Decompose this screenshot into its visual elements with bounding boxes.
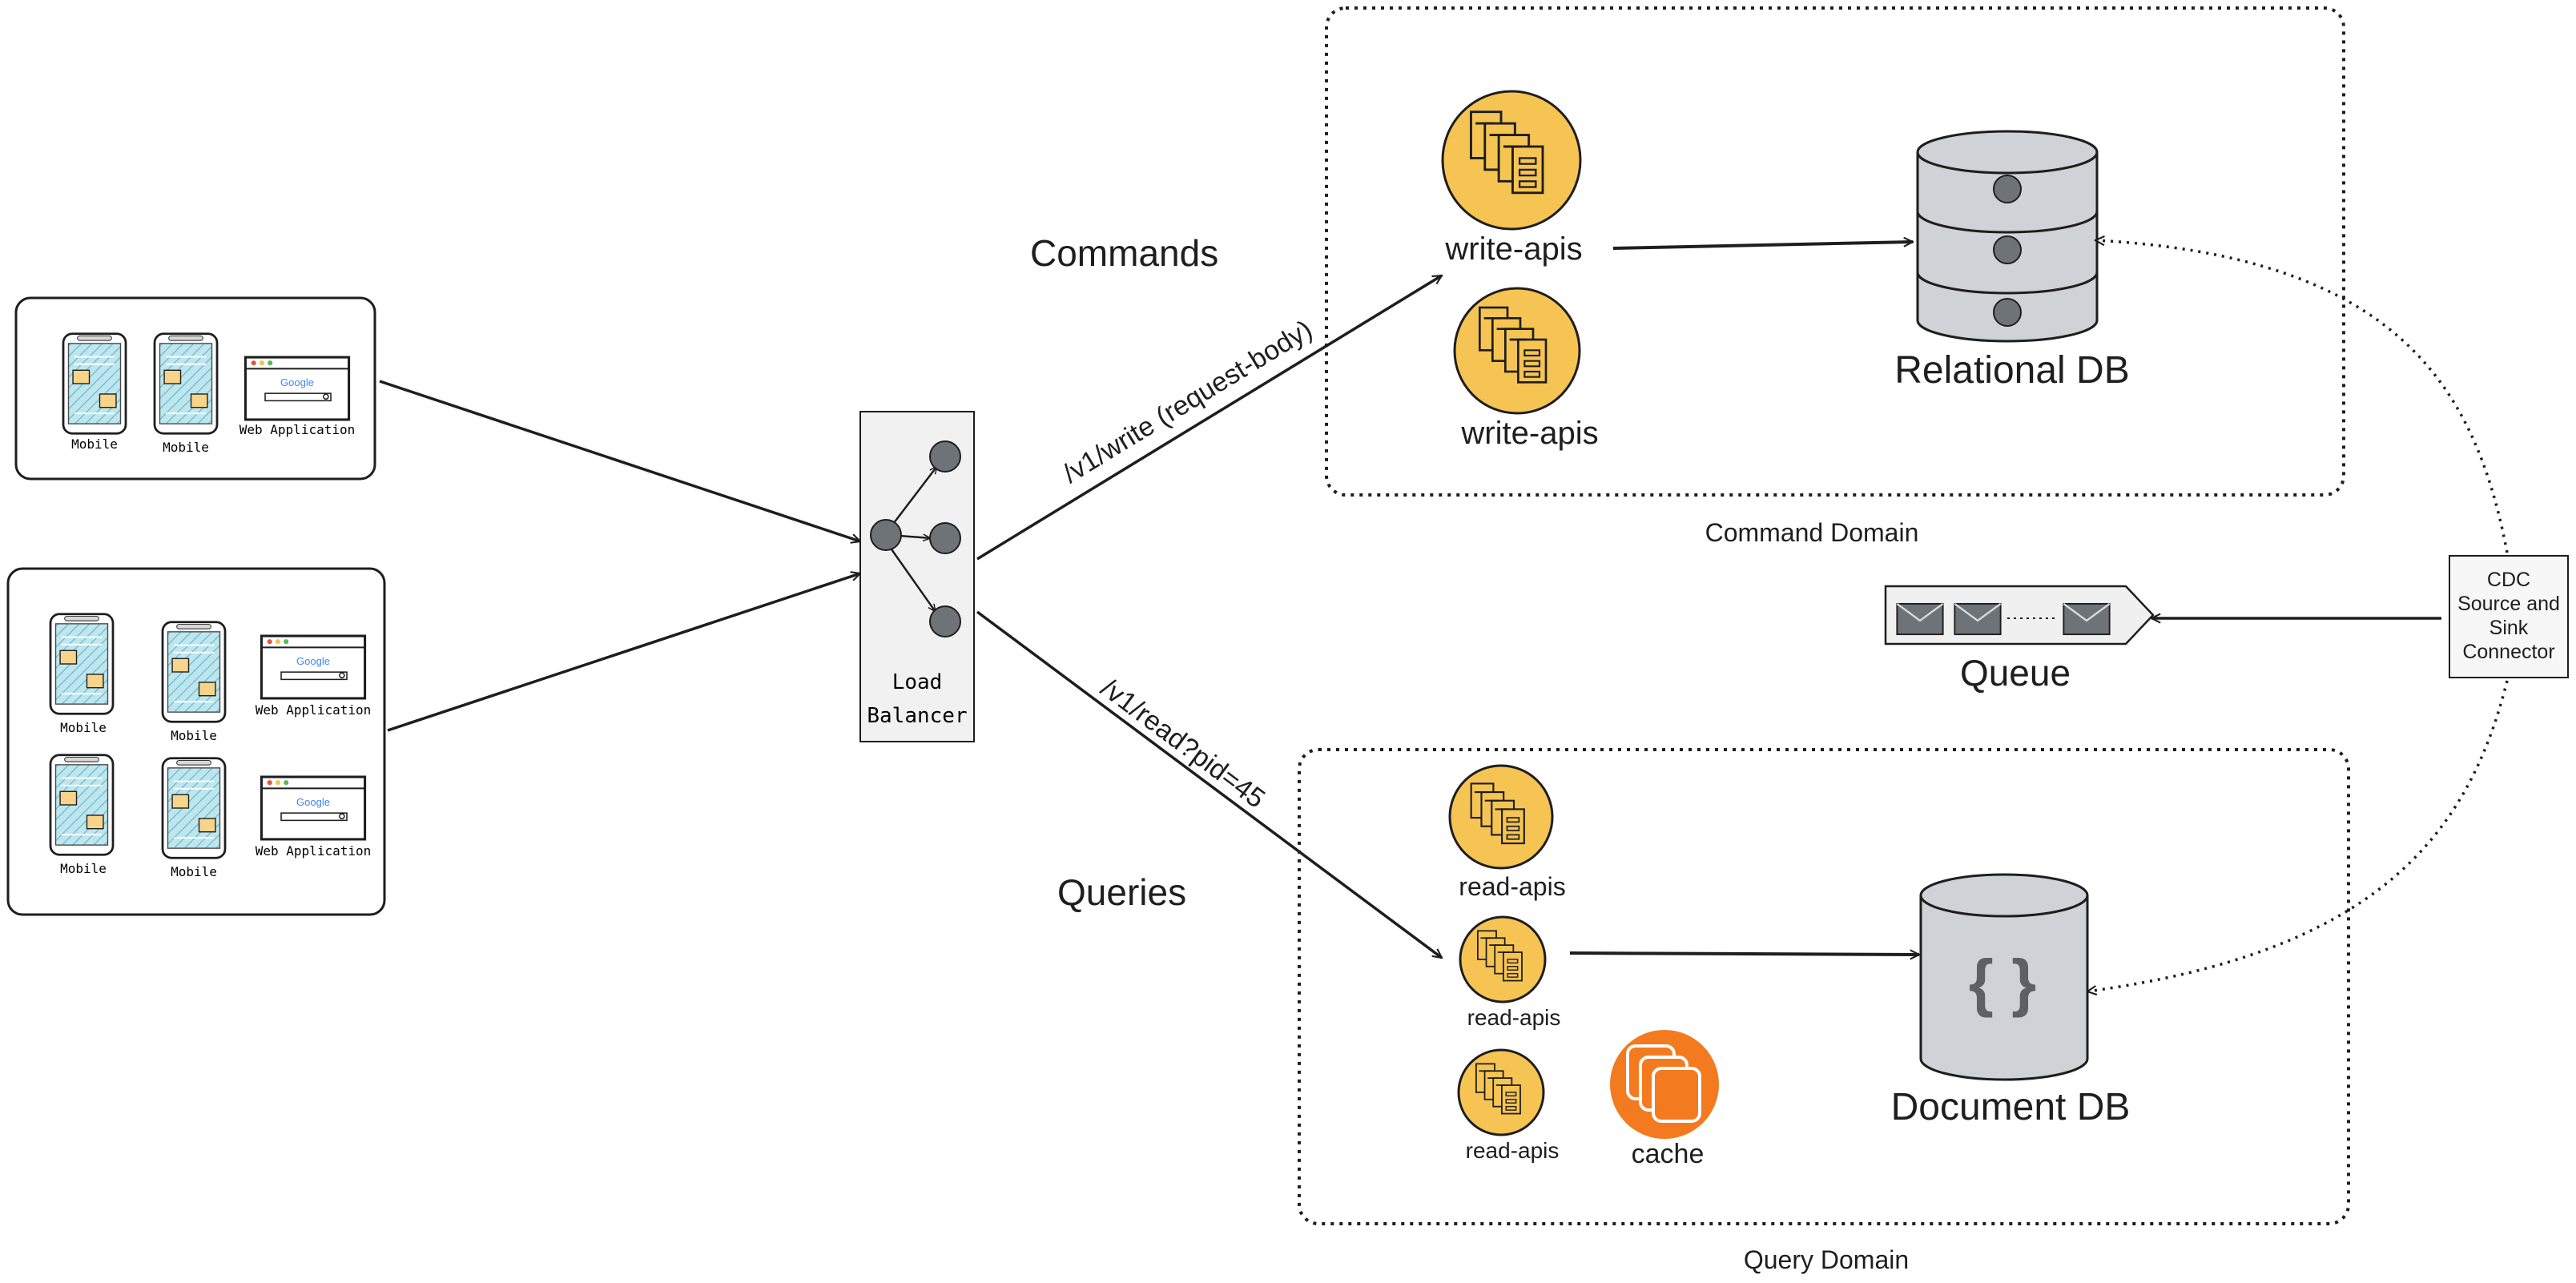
- cache-label: cache: [1632, 1139, 1705, 1169]
- cdc-label: CDC: [2487, 569, 2530, 591]
- client-group-1-box: [14, 296, 376, 481]
- write-route-label: /v1/write (request-body): [1057, 314, 1318, 489]
- write-to-db-arrow: [1612, 242, 1913, 250]
- mobile-icon: [49, 613, 115, 715]
- mobile-icon: [49, 754, 115, 856]
- mobile-label: Mobile: [71, 436, 118, 452]
- mobile-icon: [161, 621, 227, 723]
- read-api-label: read-apis: [1467, 1005, 1561, 1030]
- queries-heading: Queries: [1057, 871, 1186, 913]
- document-db-label: Document DB: [1891, 1086, 2131, 1128]
- load-balancer-label: Load: [892, 670, 943, 694]
- read-to-db-arrow: [1569, 953, 1919, 955]
- load-balancer: Load Balancer: [859, 411, 975, 742]
- lb-node: [870, 519, 902, 551]
- lb-node: [929, 605, 961, 637]
- command-domain: Command Domain write-apis write-apis Rel…: [1325, 6, 2345, 547]
- cdc-label: Connector: [2462, 641, 2554, 663]
- client-to-lb-arrow: [387, 573, 860, 732]
- mobile-label: Mobile: [171, 864, 217, 879]
- read-route-arrow: [976, 610, 1442, 959]
- mobile-icon: [62, 332, 127, 435]
- query-domain: Query Domain read-apis read-apis read-ap…: [1298, 748, 2350, 1274]
- lb-node: [929, 440, 961, 473]
- db-to-cdc-dotted-arrow: [2095, 240, 2509, 553]
- web-application-label: Web Application: [239, 422, 356, 437]
- commands-heading: Commands: [1030, 232, 1218, 274]
- queue: Queue: [1884, 585, 2155, 694]
- read-route-label: /v1/read?pid=45: [1095, 673, 1270, 814]
- browser-brand: Google: [280, 376, 314, 388]
- web-browser-icon: [260, 775, 367, 841]
- cdc-to-document-db-dotted-arrow: [2087, 680, 2509, 991]
- query-domain-boundary: [1298, 748, 2350, 1225]
- lb-node: [929, 522, 961, 554]
- query-domain-label: Query Domain: [1744, 1245, 1909, 1274]
- mobile-label: Mobile: [163, 440, 209, 455]
- cdc-connector-box: [2449, 555, 2569, 678]
- document-db-icon: [1919, 873, 2089, 1081]
- cdc-connector: CDC Source and Sink Connector: [2449, 555, 2569, 678]
- cdc-label: Source and: [2457, 593, 2560, 615]
- write-api-label: write-apis: [1444, 231, 1582, 267]
- read-api-label: read-apis: [1466, 1138, 1560, 1163]
- relational-db-label: Relational DB: [1894, 349, 2129, 392]
- message-envelope-icon: [2063, 602, 2111, 636]
- relational-db-icon: [1916, 130, 2099, 343]
- web-application-label: Web Application: [256, 702, 372, 718]
- write-api-label: write-apis: [1460, 416, 1598, 451]
- browser-brand: Google: [296, 655, 330, 667]
- cache-icon: [1610, 1030, 1719, 1139]
- mobile-label: Mobile: [60, 720, 107, 735]
- load-balancer-label: Balancer: [867, 704, 967, 728]
- client-group-2: Mobile Mobile Mobile Mobile Google Web A…: [6, 567, 386, 916]
- client-to-lb-arrow: [379, 380, 860, 541]
- web-application-label: Web Application: [256, 843, 372, 859]
- message-envelope-icon: [1896, 602, 1944, 636]
- client-group-2-box: [6, 567, 386, 916]
- read-api-label: read-apis: [1459, 872, 1565, 901]
- command-domain-label: Command Domain: [1705, 518, 1919, 547]
- queue-label: Queue: [1960, 652, 2071, 694]
- mobile-icon: [153, 332, 219, 435]
- mobile-label: Mobile: [60, 861, 107, 876]
- web-browser-icon: [244, 356, 351, 421]
- mobile-label: Mobile: [171, 728, 217, 743]
- client-group-1: Mobile Mobile Google Web Application: [14, 296, 376, 481]
- message-envelope-icon: [1954, 602, 2002, 636]
- cdc-label: Sink: [2489, 617, 2529, 639]
- mobile-icon: [161, 757, 227, 859]
- lb-internal-arrow: [884, 541, 936, 612]
- write-route-arrow: [976, 274, 1442, 561]
- command-domain-boundary: [1325, 6, 2345, 497]
- document-db-braces-icon: { }: [1969, 947, 2037, 1018]
- web-browser-icon: [260, 634, 367, 700]
- browser-brand: Google: [296, 796, 330, 808]
